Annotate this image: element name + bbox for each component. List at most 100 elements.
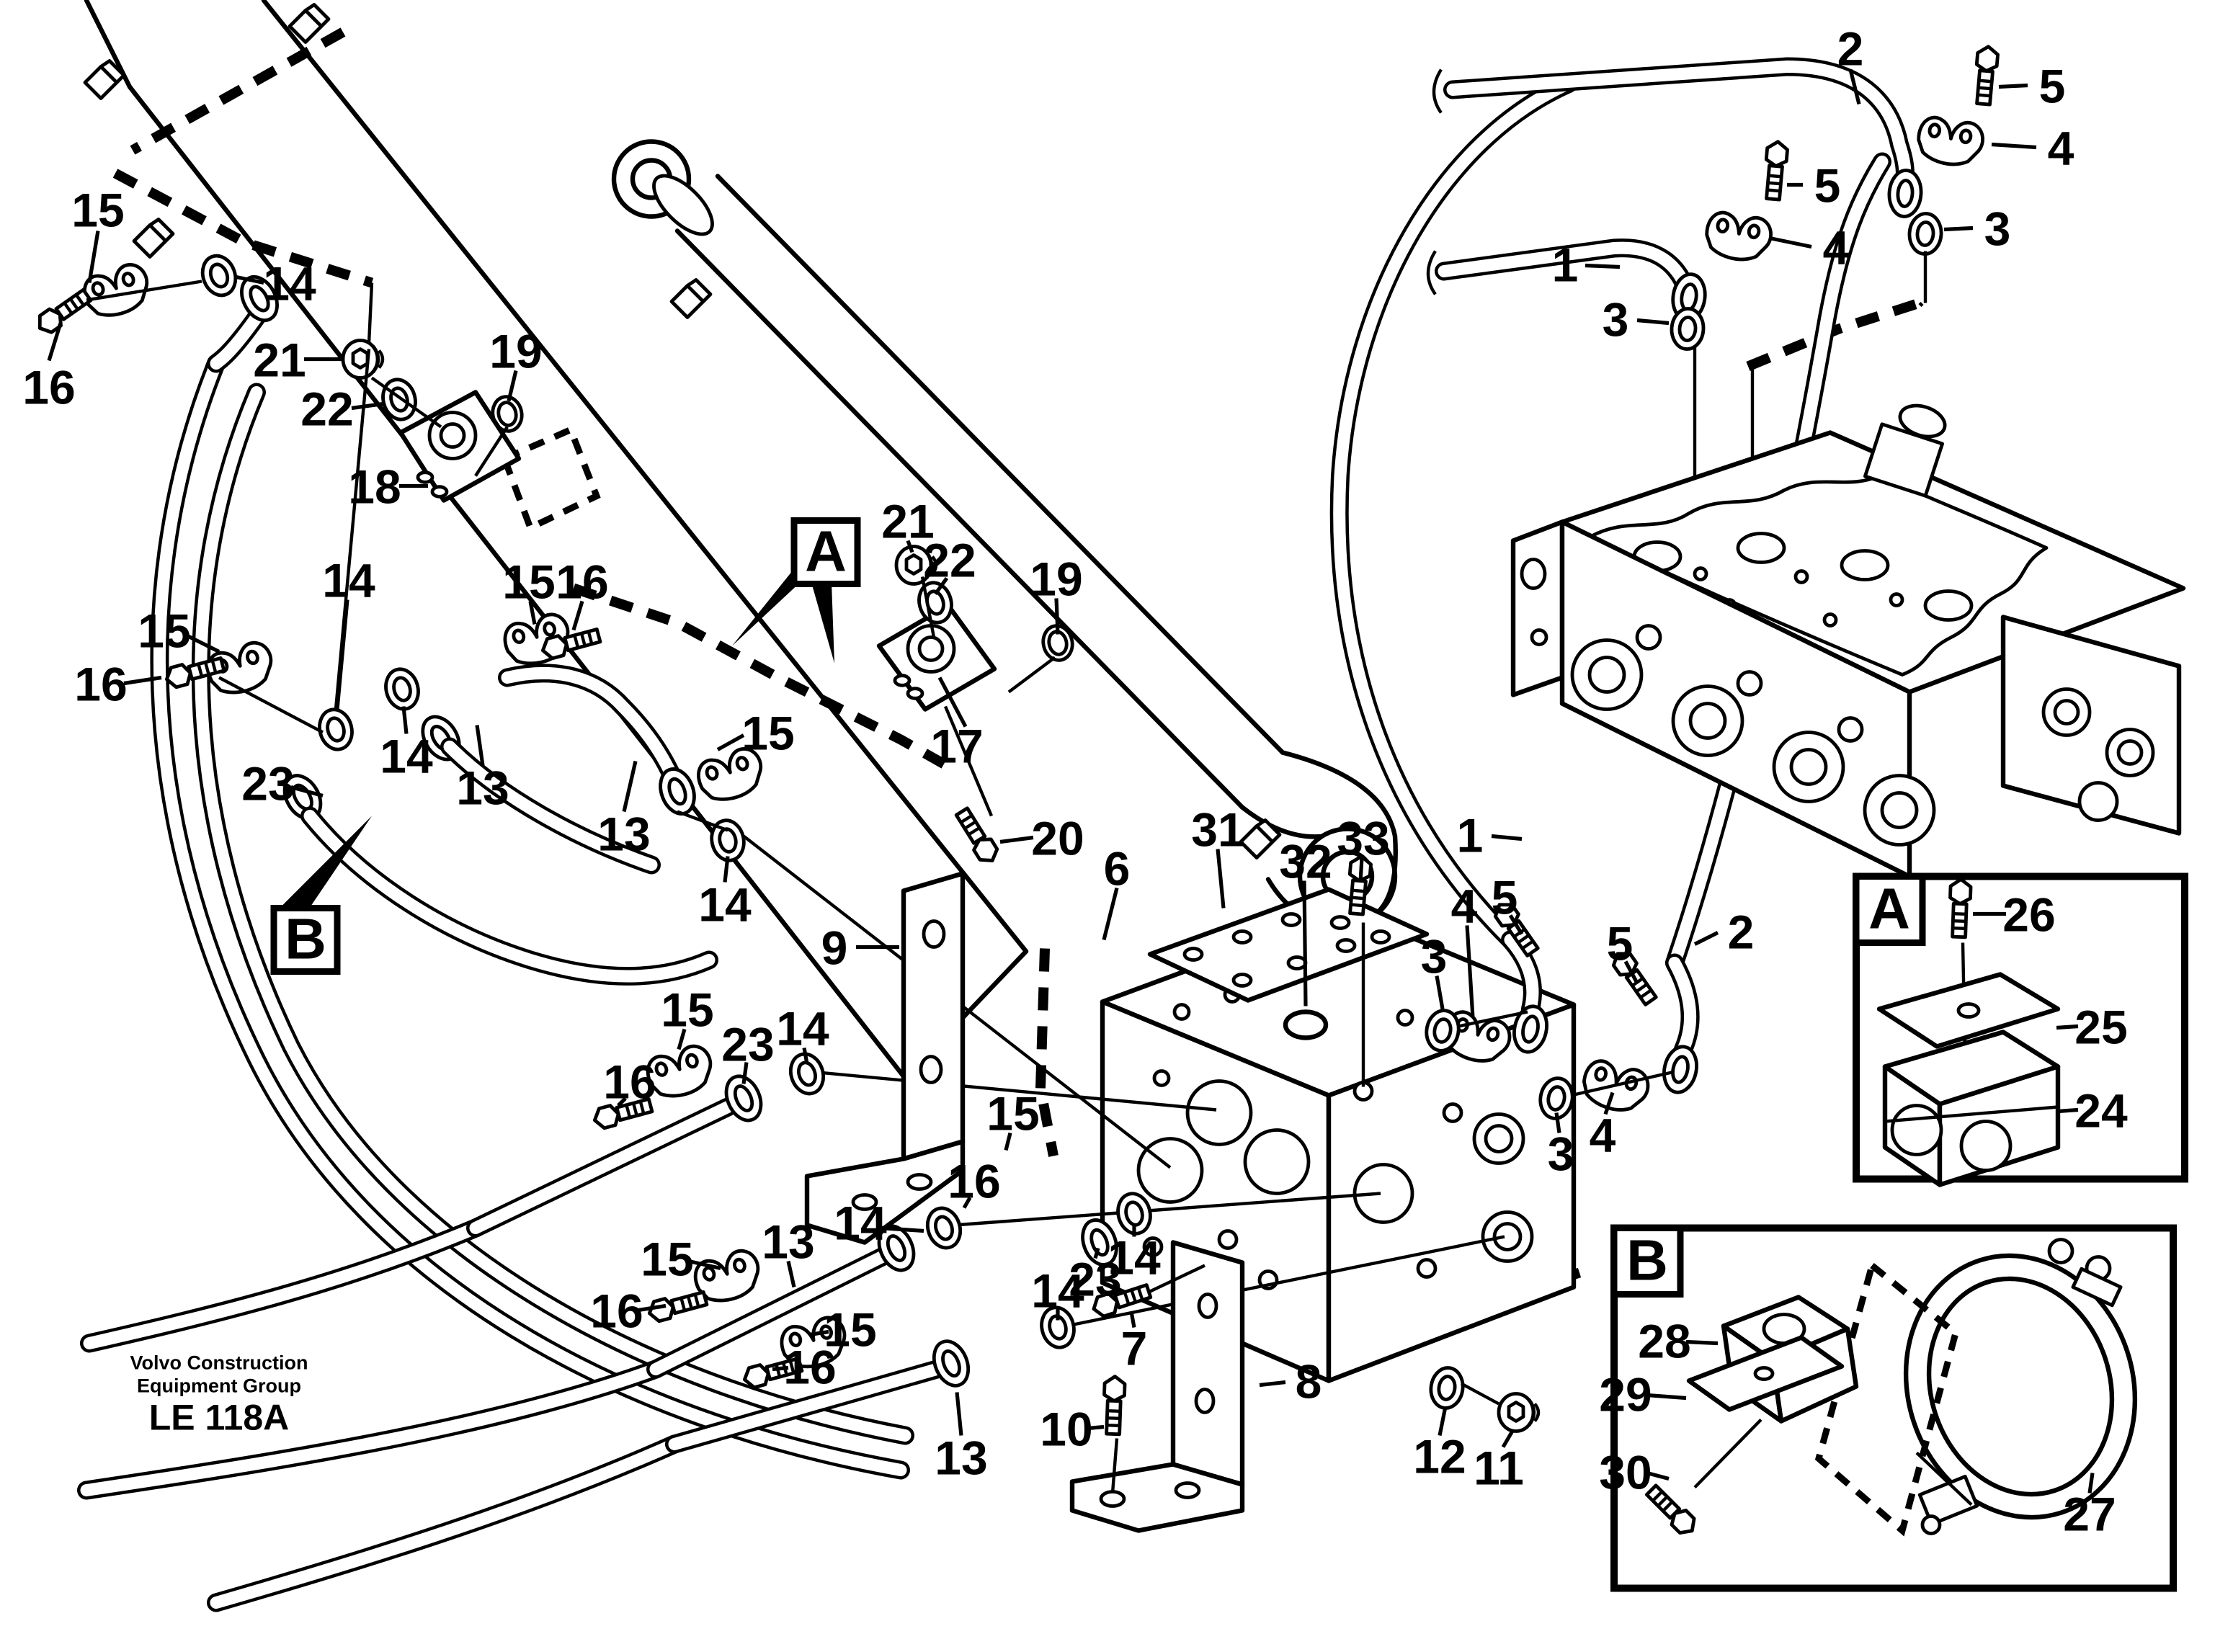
callout-number-13: 13 <box>456 762 509 815</box>
boom-clamp-markers <box>85 5 1280 858</box>
callout-leader-7 <box>1129 1311 1136 1328</box>
callout-leader-16 <box>962 1197 972 1209</box>
brand-line-2: Equipment Group <box>137 1375 301 1397</box>
washer-14-icon <box>316 706 357 753</box>
callout-leader-16 <box>47 322 63 362</box>
callout-number-15: 15 <box>502 555 555 609</box>
callout-number-15: 15 <box>71 184 124 237</box>
callout-number-2: 2 <box>1728 906 1755 959</box>
callout-leader-16 <box>571 600 584 631</box>
callout-leader-5 <box>1623 960 1639 984</box>
callout-number-16: 16 <box>590 1285 643 1338</box>
callout-number-19: 19 <box>489 325 542 378</box>
callout-number-10: 10 <box>1040 1403 1092 1456</box>
callout-number-27: 27 <box>2063 1488 2116 1541</box>
callout-number-26: 26 <box>2002 888 2055 942</box>
callout-leader-3 <box>1943 226 1974 232</box>
callout-leader-1 <box>1585 263 1621 269</box>
callout-leader-15 <box>186 634 220 653</box>
callout-number-7: 7 <box>1121 1322 1148 1375</box>
callout-number-15: 15 <box>138 604 190 658</box>
callout-leader-8 <box>1259 1380 1286 1388</box>
callout-number-5: 5 <box>2039 60 2066 113</box>
hose-break-marks <box>1426 68 1443 295</box>
callout-leader-2 <box>1693 931 1719 946</box>
pilot-valve <box>1863 403 1947 498</box>
washer-14-icon <box>197 251 241 300</box>
brand-line-1: Volvo Construction <box>130 1352 308 1374</box>
callout-leader-4 <box>1603 1091 1615 1115</box>
callout-number-24: 24 <box>2074 1084 2128 1138</box>
callout-leader-1 <box>1491 834 1523 841</box>
callout-leader-19 <box>507 370 518 402</box>
view-a-flag-outline <box>500 425 601 532</box>
callout-number-1: 1 <box>1457 809 1484 862</box>
clamp-4-icon <box>1703 210 1773 263</box>
bolt-16-icon <box>34 287 93 336</box>
callout-number-25: 25 <box>2074 1001 2127 1054</box>
callout-leader-30 <box>1646 1470 1670 1481</box>
washer-3-icon <box>1670 308 1705 350</box>
washer-14-icon <box>382 666 423 713</box>
callout-leader-13 <box>622 760 638 813</box>
callout-number-14: 14 <box>1031 1264 1084 1318</box>
section-marker-b: B <box>270 816 372 975</box>
callout-leader-22 <box>933 576 949 596</box>
callout-number-4: 4 <box>1451 880 1478 933</box>
callout-number-4: 4 <box>1823 221 1850 274</box>
callout-leader-3 <box>1554 1112 1561 1133</box>
callout-number-16: 16 <box>603 1055 656 1109</box>
callout-number-16: 16 <box>74 658 127 711</box>
callout-leader-23 <box>1093 1247 1100 1259</box>
callout-leader-25 <box>2056 1024 2079 1030</box>
plug-11-icon <box>1499 1394 1538 1432</box>
callout-number-3: 3 <box>1984 202 2011 256</box>
watermark: Volvo Construction Equipment Group LE 11… <box>130 1352 308 1438</box>
callout-leader-3 <box>1636 318 1670 326</box>
callout-number-21: 21 <box>881 495 934 548</box>
callout-number-3: 3 <box>1548 1128 1574 1181</box>
callout-number-22: 22 <box>923 534 976 587</box>
clamp-marker-icon <box>672 280 710 318</box>
callout-number-14: 14 <box>1108 1231 1161 1285</box>
callout-number-1: 1 <box>1552 238 1579 292</box>
callout-leader-14 <box>723 856 730 883</box>
callout-number-3: 3 <box>1603 293 1629 347</box>
callout-leader-15 <box>688 1259 721 1271</box>
callout-number-5: 5 <box>1814 159 1841 213</box>
callout-number-13: 13 <box>935 1432 987 1485</box>
callout-number-14: 14 <box>698 878 752 932</box>
callout-number-28: 28 <box>1638 1315 1690 1368</box>
callout-number-17: 17 <box>930 720 983 773</box>
callout-leader-22 <box>351 401 384 411</box>
callout-leader-2 <box>1848 68 1861 105</box>
hydraulic-cylinder <box>611 139 1398 927</box>
connector-block-17 <box>876 547 1076 866</box>
callout-leader-23 <box>741 1062 749 1084</box>
callout-number-23: 23 <box>721 1018 774 1071</box>
callout-leader-3 <box>1435 975 1445 1009</box>
callout-number-4: 4 <box>1590 1109 1616 1162</box>
callout-leader-19 <box>1054 598 1060 635</box>
washer-14-icon <box>922 1204 965 1252</box>
callout-number-18: 18 <box>348 460 401 514</box>
callout-number-13: 13 <box>762 1215 814 1269</box>
callout-number-5: 5 <box>1492 871 1518 924</box>
callout-number-16: 16 <box>948 1155 1000 1208</box>
callout-number-16: 16 <box>556 555 608 609</box>
bracket-8 <box>1069 1240 1245 1533</box>
callout-number-14: 14 <box>263 257 316 311</box>
washer-12-icon <box>1428 1366 1465 1411</box>
callout-number-15: 15 <box>741 707 794 760</box>
callout-number-3: 3 <box>1421 930 1448 983</box>
callout-number-23: 23 <box>241 757 294 811</box>
bolt-26-icon <box>1949 879 1971 937</box>
callout-leader-16 <box>123 675 162 686</box>
callout-leader-33 <box>1358 857 1364 883</box>
washer-3-icon <box>1908 213 1943 255</box>
callout-number-30: 30 <box>1599 1446 1652 1499</box>
callout-number-15: 15 <box>661 983 713 1037</box>
callout-number-29: 29 <box>1599 1368 1652 1421</box>
